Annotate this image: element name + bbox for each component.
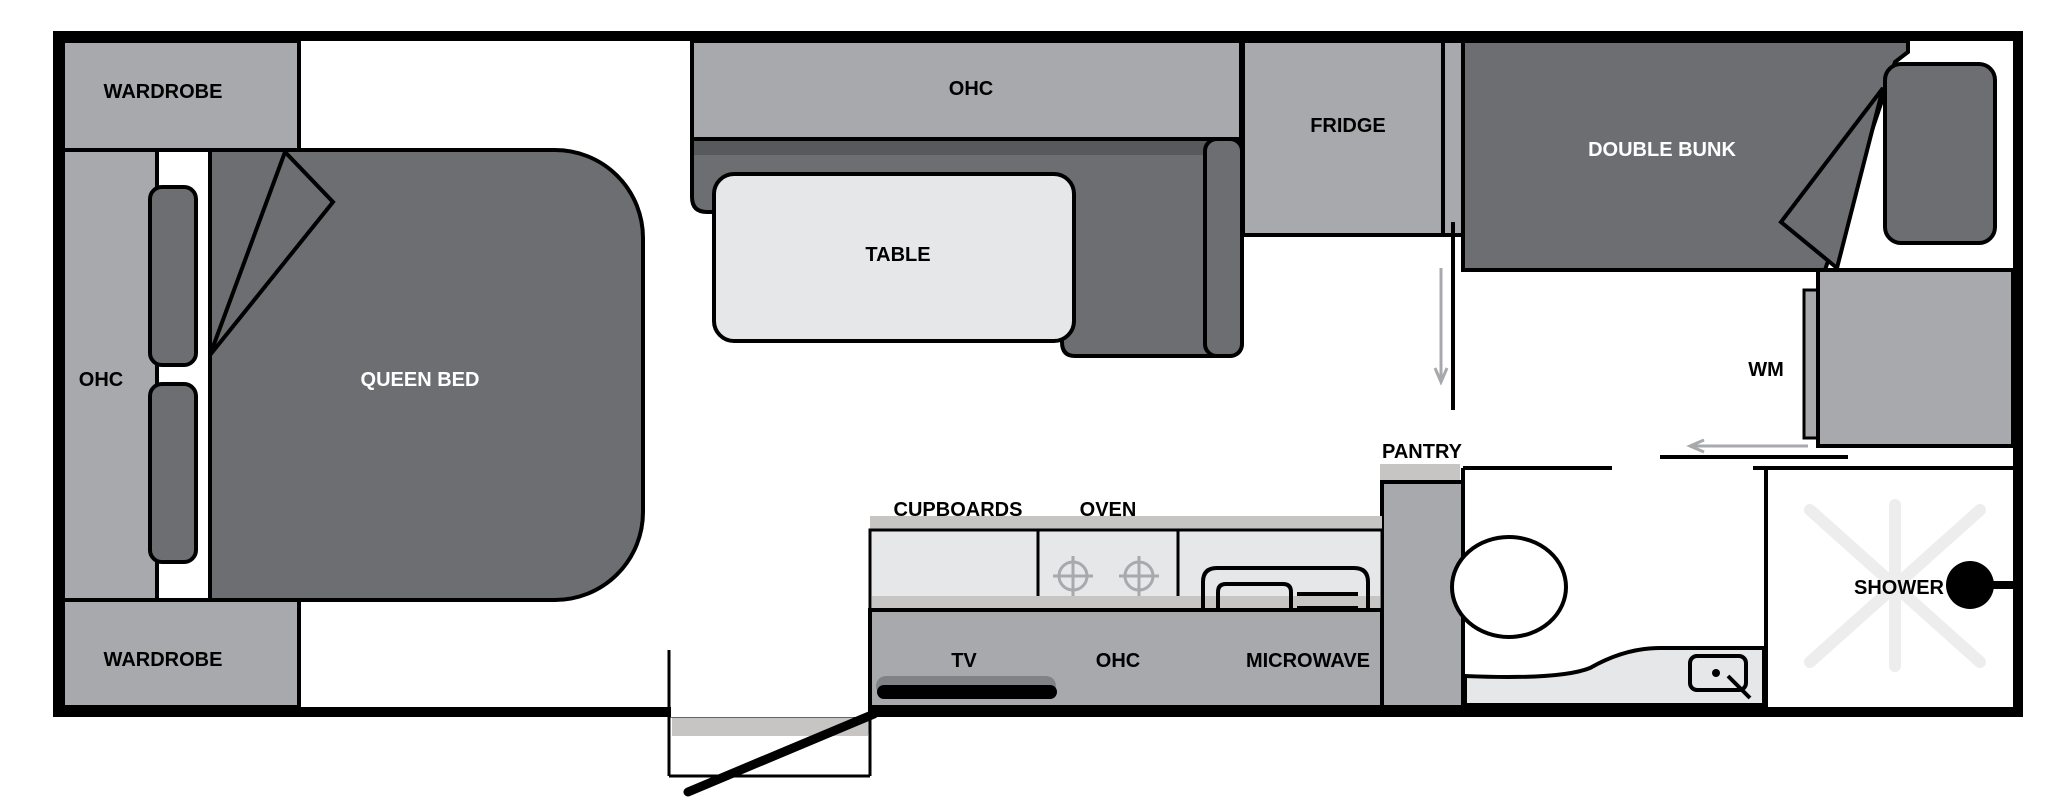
- ohc-left-cabinet: [61, 148, 159, 602]
- pantry-shadow: [1380, 464, 1460, 482]
- basin-icon: [1688, 654, 1748, 692]
- pantry: [1380, 480, 1465, 709]
- queen-bed: [208, 148, 645, 602]
- wm-door: [1802, 288, 1820, 440]
- ohc-bottom-label: OHC: [1096, 650, 1140, 672]
- ohc-top-label: OHC: [949, 78, 993, 100]
- dinette-side-seat: [1203, 137, 1244, 358]
- basin-drain: [1712, 669, 1720, 677]
- shower-label: SHOWER: [1854, 577, 1945, 599]
- fridge-label: FRIDGE: [1310, 115, 1386, 137]
- bunk-corner-fold: [1778, 86, 1885, 272]
- queen-bed-label: QUEEN BED: [361, 369, 480, 391]
- bedside-table-upper: [148, 185, 198, 367]
- wardrobe-top-label: WARDROBE: [104, 81, 223, 103]
- entry-door: [683, 709, 879, 797]
- tv-label: TV: [951, 650, 977, 672]
- wardrobe-bottom: [61, 598, 301, 709]
- oven-label: OVEN: [1080, 499, 1137, 521]
- wm-label: WM: [1748, 359, 1784, 381]
- bed-corner-fold: [208, 148, 336, 357]
- shower-head-icon: [1946, 561, 1994, 609]
- kitchen-top-shadow: [870, 516, 1382, 530]
- toilet: [1450, 535, 1568, 639]
- pantry-label: PANTRY: [1382, 441, 1463, 463]
- fridge: [1241, 39, 1445, 237]
- washing-machine: [1816, 268, 2015, 448]
- bedside-table-lower: [148, 382, 198, 564]
- bunk-pillow: [1883, 62, 1997, 245]
- table-label: TABLE: [865, 244, 930, 266]
- sliding-arrowhead: [1686, 438, 1705, 454]
- burner-icon: [1053, 556, 1093, 596]
- kitchen-shadow-strip: [872, 596, 1380, 608]
- burner-icon: [1119, 556, 1159, 596]
- ohc-left-label: OHC: [79, 369, 123, 391]
- shower-drain-lines: [1804, 499, 1986, 672]
- fridge-side-panel: [1441, 39, 1465, 237]
- entry-step-shadow: [672, 714, 868, 736]
- tap-icon: [1726, 674, 1752, 700]
- wardrobe-bottom-label: WARDROBE: [104, 649, 223, 671]
- door-swing-arrowhead: [1433, 367, 1449, 386]
- table: [712, 172, 1076, 343]
- microwave-label: MICROWAVE: [1246, 650, 1370, 672]
- entry-door-gap: [671, 707, 868, 717]
- dinette-seat-back: [694, 141, 1240, 155]
- cupboards-label: CUPBOARDS: [894, 499, 1023, 521]
- double-bunk-label: DOUBLE BUNK: [1588, 139, 1736, 161]
- wardrobe-top: [61, 39, 301, 152]
